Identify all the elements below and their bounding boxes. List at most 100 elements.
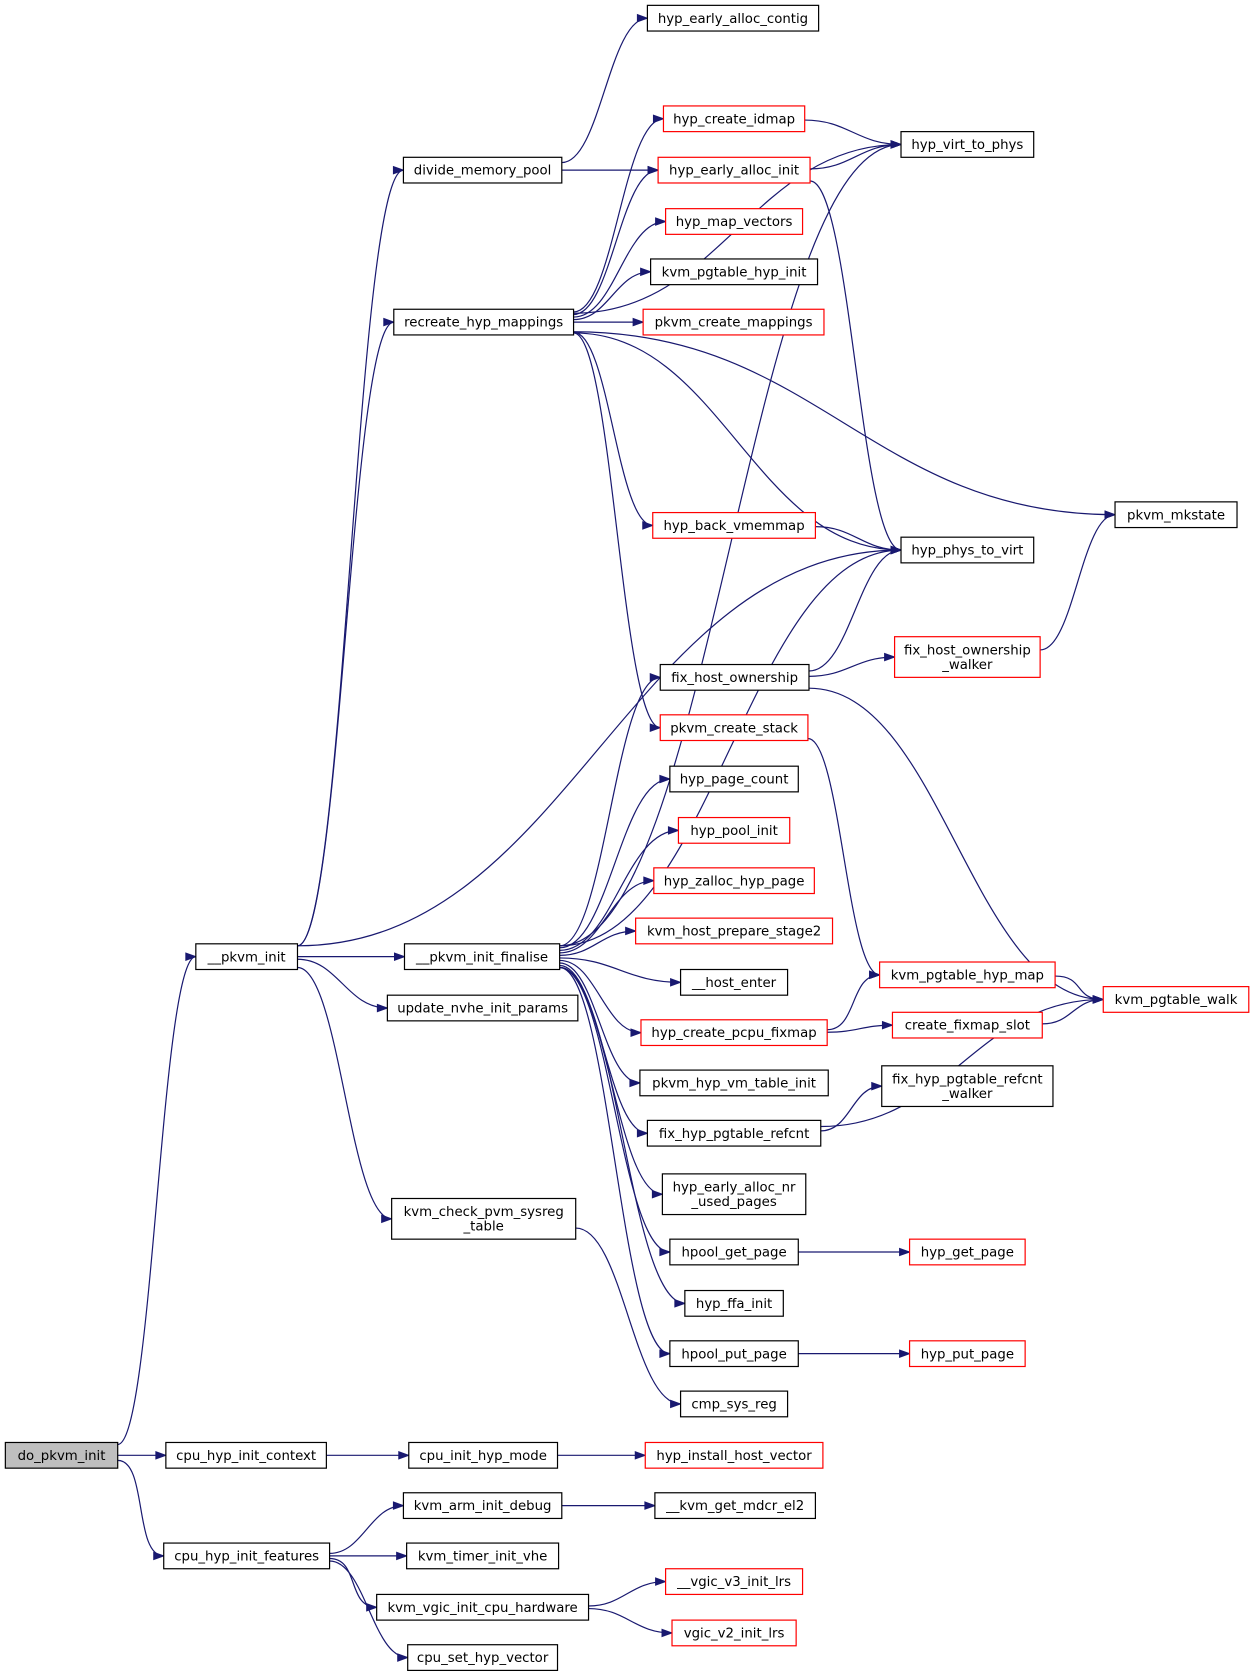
node-cmp-sys-reg[interactable]: cmp_sys_reg bbox=[679, 1390, 789, 1418]
node-box[interactable] bbox=[662, 105, 806, 133]
node-box[interactable] bbox=[402, 156, 563, 184]
node-box[interactable] bbox=[684, 1289, 784, 1317]
node-box[interactable] bbox=[659, 663, 810, 691]
node-hpool-put-page[interactable]: hpool_put_page bbox=[669, 1340, 799, 1368]
node-pkvm-init[interactable]: __pkvm_init bbox=[195, 943, 299, 971]
node-hyp-put-page[interactable]: hyp_put_page bbox=[908, 1340, 1026, 1368]
node-divide-memory-pool[interactable]: divide_memory_pool bbox=[402, 156, 563, 184]
node-cpu-hyp-init-features[interactable]: cpu_hyp_init_features bbox=[163, 1542, 331, 1570]
node-box[interactable] bbox=[163, 1542, 331, 1570]
node-hyp-create-pcpu-fixmap[interactable]: hyp_create_pcpu_fixmap bbox=[640, 1019, 828, 1047]
node-box[interactable] bbox=[640, 1019, 828, 1047]
node-hyp-early-alloc-contig[interactable]: hyp_early_alloc_contig bbox=[646, 4, 820, 32]
node-box[interactable] bbox=[406, 1542, 560, 1570]
node-host-enter[interactable]: __host_enter bbox=[679, 968, 789, 996]
node-cpu-set-hyp-vector[interactable]: cpu_set_hyp_vector bbox=[407, 1644, 559, 1672]
node-hyp-phys-to-virt[interactable]: hyp_phys_to_virt bbox=[900, 536, 1035, 564]
node-box[interactable] bbox=[664, 208, 804, 235]
node-box[interactable] bbox=[376, 1593, 590, 1621]
node-box[interactable] bbox=[402, 1492, 563, 1520]
node-kvm-pgtable-hyp-map[interactable]: kvm_pgtable_hyp_map bbox=[879, 961, 1056, 989]
node-hyp-create-idmap[interactable]: hyp_create_idmap bbox=[662, 105, 806, 133]
node-box[interactable] bbox=[669, 1340, 799, 1368]
node-hpool-get-page[interactable]: hpool_get_page bbox=[669, 1238, 799, 1266]
node-box[interactable] bbox=[642, 308, 825, 336]
node-box[interactable] bbox=[679, 968, 789, 996]
node-box[interactable] bbox=[403, 943, 561, 971]
node-kvm-vgic-init-cpu-hardware[interactable]: kvm_vgic_init_cpu_hardware bbox=[376, 1593, 590, 1621]
node-hyp-map-vectors[interactable]: hyp_map_vectors bbox=[664, 208, 804, 235]
node-do-pkvm-init[interactable]: do_pkvm_init bbox=[4, 1441, 119, 1469]
node-box[interactable] bbox=[891, 1011, 1043, 1039]
node-pkvm-init-finalise[interactable]: __pkvm_init_finalise bbox=[403, 943, 561, 971]
node-update-nvhe-init-params[interactable]: update_nvhe_init_params bbox=[386, 994, 579, 1022]
node-box[interactable] bbox=[879, 961, 1056, 989]
node-hyp-page-count[interactable]: hyp_page_count bbox=[669, 765, 799, 793]
node-box[interactable] bbox=[657, 156, 811, 184]
node-box[interactable] bbox=[635, 917, 834, 945]
node-box[interactable] bbox=[653, 867, 815, 895]
node-box[interactable] bbox=[679, 1390, 789, 1418]
node-box[interactable] bbox=[881, 1065, 1054, 1108]
node-box[interactable] bbox=[644, 1441, 824, 1469]
node-hyp-early-alloc-nr-used-pages[interactable]: hyp_early_alloc_nr_used_pages bbox=[661, 1173, 807, 1216]
node-box[interactable] bbox=[407, 1644, 559, 1672]
node-box[interactable] bbox=[4, 1441, 119, 1469]
node-box[interactable] bbox=[391, 1197, 577, 1240]
node-box[interactable] bbox=[646, 4, 820, 32]
node-pkvm-create-stack[interactable]: pkvm_create_stack bbox=[659, 714, 809, 742]
node-box[interactable] bbox=[669, 765, 799, 793]
node-box[interactable] bbox=[893, 636, 1041, 678]
node-box[interactable] bbox=[659, 714, 809, 742]
node-box[interactable] bbox=[1114, 501, 1238, 529]
node-box[interactable] bbox=[165, 1441, 327, 1469]
node-fix-host-ownership[interactable]: fix_host_ownership bbox=[659, 663, 810, 691]
node-hyp-virt-to-phys[interactable]: hyp_virt_to_phys bbox=[900, 131, 1035, 158]
node-recreate-hyp-mappings[interactable]: recreate_hyp_mappings bbox=[393, 308, 575, 336]
node-hyp-pool-init[interactable]: hyp_pool_init bbox=[677, 816, 791, 844]
node-kvm-timer-init-vhe[interactable]: kvm_timer_init_vhe bbox=[406, 1542, 560, 1570]
node-box[interactable] bbox=[664, 1568, 804, 1596]
node-kvm-get-mdcr-el2[interactable]: __kvm_get_mdcr_el2 bbox=[654, 1492, 817, 1520]
node-hyp-get-page[interactable]: hyp_get_page bbox=[908, 1238, 1026, 1266]
node-box[interactable] bbox=[677, 816, 791, 844]
node-kvm-host-prepare-stage2[interactable]: kvm_host_prepare_stage2 bbox=[635, 917, 834, 945]
node-hyp-zalloc-hyp-page[interactable]: hyp_zalloc_hyp_page bbox=[653, 867, 815, 895]
node-cpu-init-hyp-mode[interactable]: cpu_init_hyp_mode bbox=[408, 1441, 559, 1469]
node-box[interactable] bbox=[671, 1619, 797, 1647]
node-box[interactable] bbox=[652, 511, 817, 539]
node-box[interactable] bbox=[195, 943, 299, 971]
node-box[interactable] bbox=[669, 1238, 799, 1266]
node-box[interactable] bbox=[654, 1492, 817, 1520]
node-vgic-v2-init-lrs[interactable]: vgic_v2_init_lrs bbox=[671, 1619, 797, 1647]
node-fix-hyp-pgtable-refcnt-walker[interactable]: fix_hyp_pgtable_refcnt_walker bbox=[881, 1065, 1054, 1108]
node-box[interactable] bbox=[650, 258, 819, 286]
node-kvm-pgtable-hyp-init[interactable]: kvm_pgtable_hyp_init bbox=[650, 258, 819, 286]
node-pkvm-hyp-vm-table-init[interactable]: pkvm_hyp_vm_table_init bbox=[639, 1069, 829, 1097]
node-vgic-v3-init-lrs[interactable]: __vgic_v3_init_lrs bbox=[664, 1568, 804, 1596]
node-kvm-check-pvm-sysreg-table[interactable]: kvm_check_pvm_sysreg_table bbox=[391, 1197, 577, 1240]
node-cpu-hyp-init-context[interactable]: cpu_hyp_init_context bbox=[165, 1441, 327, 1469]
node-pkvm-create-mappings[interactable]: pkvm_create_mappings bbox=[642, 308, 825, 336]
node-hyp-ffa-init[interactable]: hyp_ffa_init bbox=[684, 1289, 784, 1317]
node-box[interactable] bbox=[393, 308, 575, 336]
node-box[interactable] bbox=[900, 536, 1035, 564]
node-box[interactable] bbox=[639, 1069, 829, 1097]
node-box[interactable] bbox=[908, 1340, 1026, 1368]
node-hyp-early-alloc-init[interactable]: hyp_early_alloc_init bbox=[657, 156, 811, 184]
node-pkvm-mkstate[interactable]: pkvm_mkstate bbox=[1114, 501, 1238, 529]
node-box[interactable] bbox=[661, 1173, 807, 1216]
node-fix-hyp-pgtable-refcnt[interactable]: fix_hyp_pgtable_refcnt bbox=[646, 1119, 822, 1147]
node-box[interactable] bbox=[386, 994, 579, 1022]
node-box[interactable] bbox=[900, 131, 1035, 158]
node-box[interactable] bbox=[1102, 986, 1250, 1013]
node-create-fixmap-slot[interactable]: create_fixmap_slot bbox=[891, 1011, 1043, 1039]
node-kvm-arm-init-debug[interactable]: kvm_arm_init_debug bbox=[402, 1492, 563, 1520]
node-fix-host-ownership-walker[interactable]: fix_host_ownership_walker bbox=[893, 636, 1041, 678]
node-box[interactable] bbox=[408, 1441, 559, 1469]
node-box[interactable] bbox=[908, 1238, 1026, 1266]
node-hyp-install-host-vector[interactable]: hyp_install_host_vector bbox=[644, 1441, 824, 1469]
node-kvm-pgtable-walk[interactable]: kvm_pgtable_walk bbox=[1102, 986, 1250, 1013]
node-hyp-back-vmemmap[interactable]: hyp_back_vmemmap bbox=[652, 511, 817, 539]
node-box[interactable] bbox=[646, 1119, 822, 1147]
